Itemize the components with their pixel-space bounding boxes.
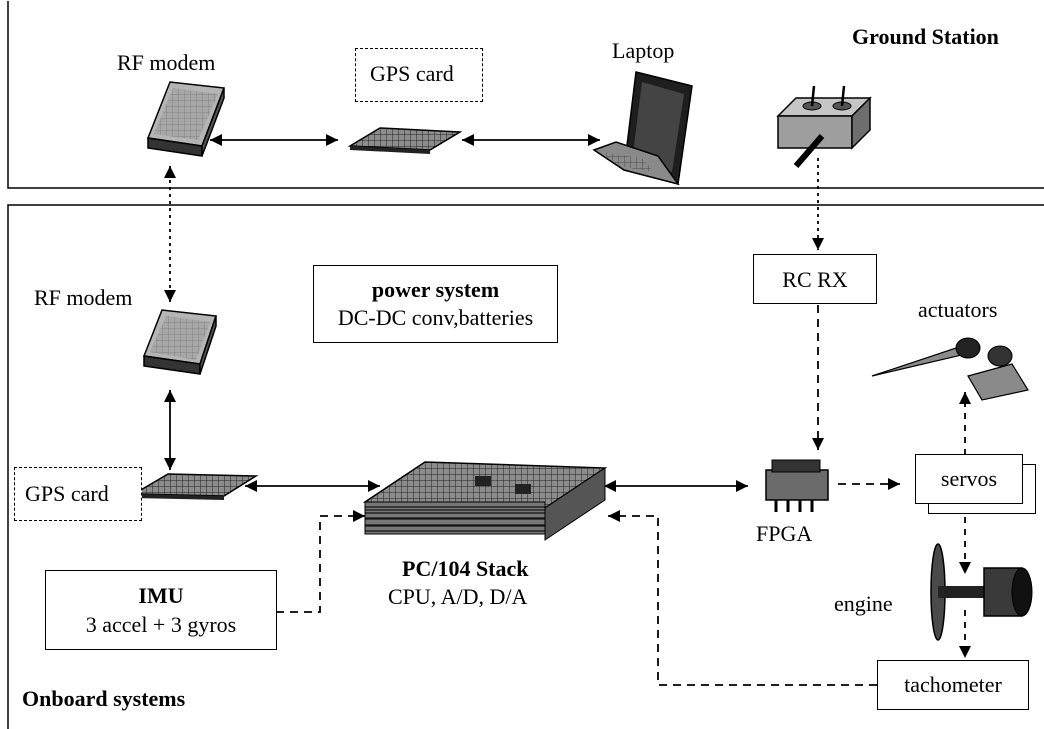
rc-transmitter-icon bbox=[776, 85, 872, 168]
gps-card-onboard-box: GPS card bbox=[14, 467, 142, 521]
rc-rx-label: RC RX bbox=[782, 267, 848, 292]
servos-label: servos bbox=[940, 466, 998, 491]
ground-station-title: Ground Station bbox=[852, 24, 999, 49]
servos-box: servos bbox=[915, 454, 1023, 504]
engine-label: engine bbox=[834, 591, 893, 616]
laptop-icon bbox=[592, 71, 693, 186]
rf-modem-onboard-label: RF modem bbox=[34, 285, 133, 310]
link-tach-stack bbox=[608, 510, 877, 686]
gps-card-ground-box: GPS card bbox=[355, 48, 483, 102]
gps-card-onboard-label: GPS card bbox=[25, 481, 109, 506]
pc104-stack-icon bbox=[362, 461, 608, 541]
imu-detail: 3 accel + 3 gyros bbox=[85, 612, 237, 637]
onboard-systems-title: Onboard systems bbox=[22, 686, 186, 711]
gps-card-onboard-icon bbox=[131, 473, 259, 500]
pc104-stack-title: PC/104 Stack bbox=[402, 556, 529, 581]
power-system-box: power system DC-DC conv,batteries bbox=[313, 265, 558, 343]
engine-icon bbox=[930, 543, 1033, 641]
power-system-title: power system bbox=[371, 277, 500, 302]
fpga-label: FPGA bbox=[756, 521, 813, 546]
link-imu-stack bbox=[276, 510, 365, 613]
onboard-frame bbox=[7, 204, 1044, 729]
ground-station-frame bbox=[7, 1, 1044, 189]
rf-modem-onboard-icon bbox=[142, 309, 218, 375]
rf-modem-ground-label: RF modem bbox=[117, 50, 216, 75]
gps-card-ground-icon bbox=[347, 127, 463, 154]
rf-modem-ground-icon bbox=[146, 81, 226, 157]
tachometer-label: tachometer bbox=[904, 672, 1002, 697]
imu-box: IMU 3 accel + 3 gyros bbox=[45, 570, 277, 650]
laptop-label: Laptop bbox=[612, 38, 675, 63]
actuators-label: actuators bbox=[918, 297, 998, 322]
gps-card-ground-label: GPS card bbox=[370, 61, 454, 86]
imu-title: IMU bbox=[138, 583, 184, 608]
rc-rx-box: RC RX bbox=[753, 254, 877, 304]
connections bbox=[164, 134, 971, 686]
power-system-detail: DC-DC conv,batteries bbox=[337, 305, 534, 330]
fpga-icon bbox=[765, 459, 829, 512]
tachometer-box: tachometer bbox=[877, 660, 1029, 710]
actuators-icon bbox=[871, 337, 1029, 401]
pc104-stack-detail: CPU, A/D, D/A bbox=[388, 584, 528, 609]
